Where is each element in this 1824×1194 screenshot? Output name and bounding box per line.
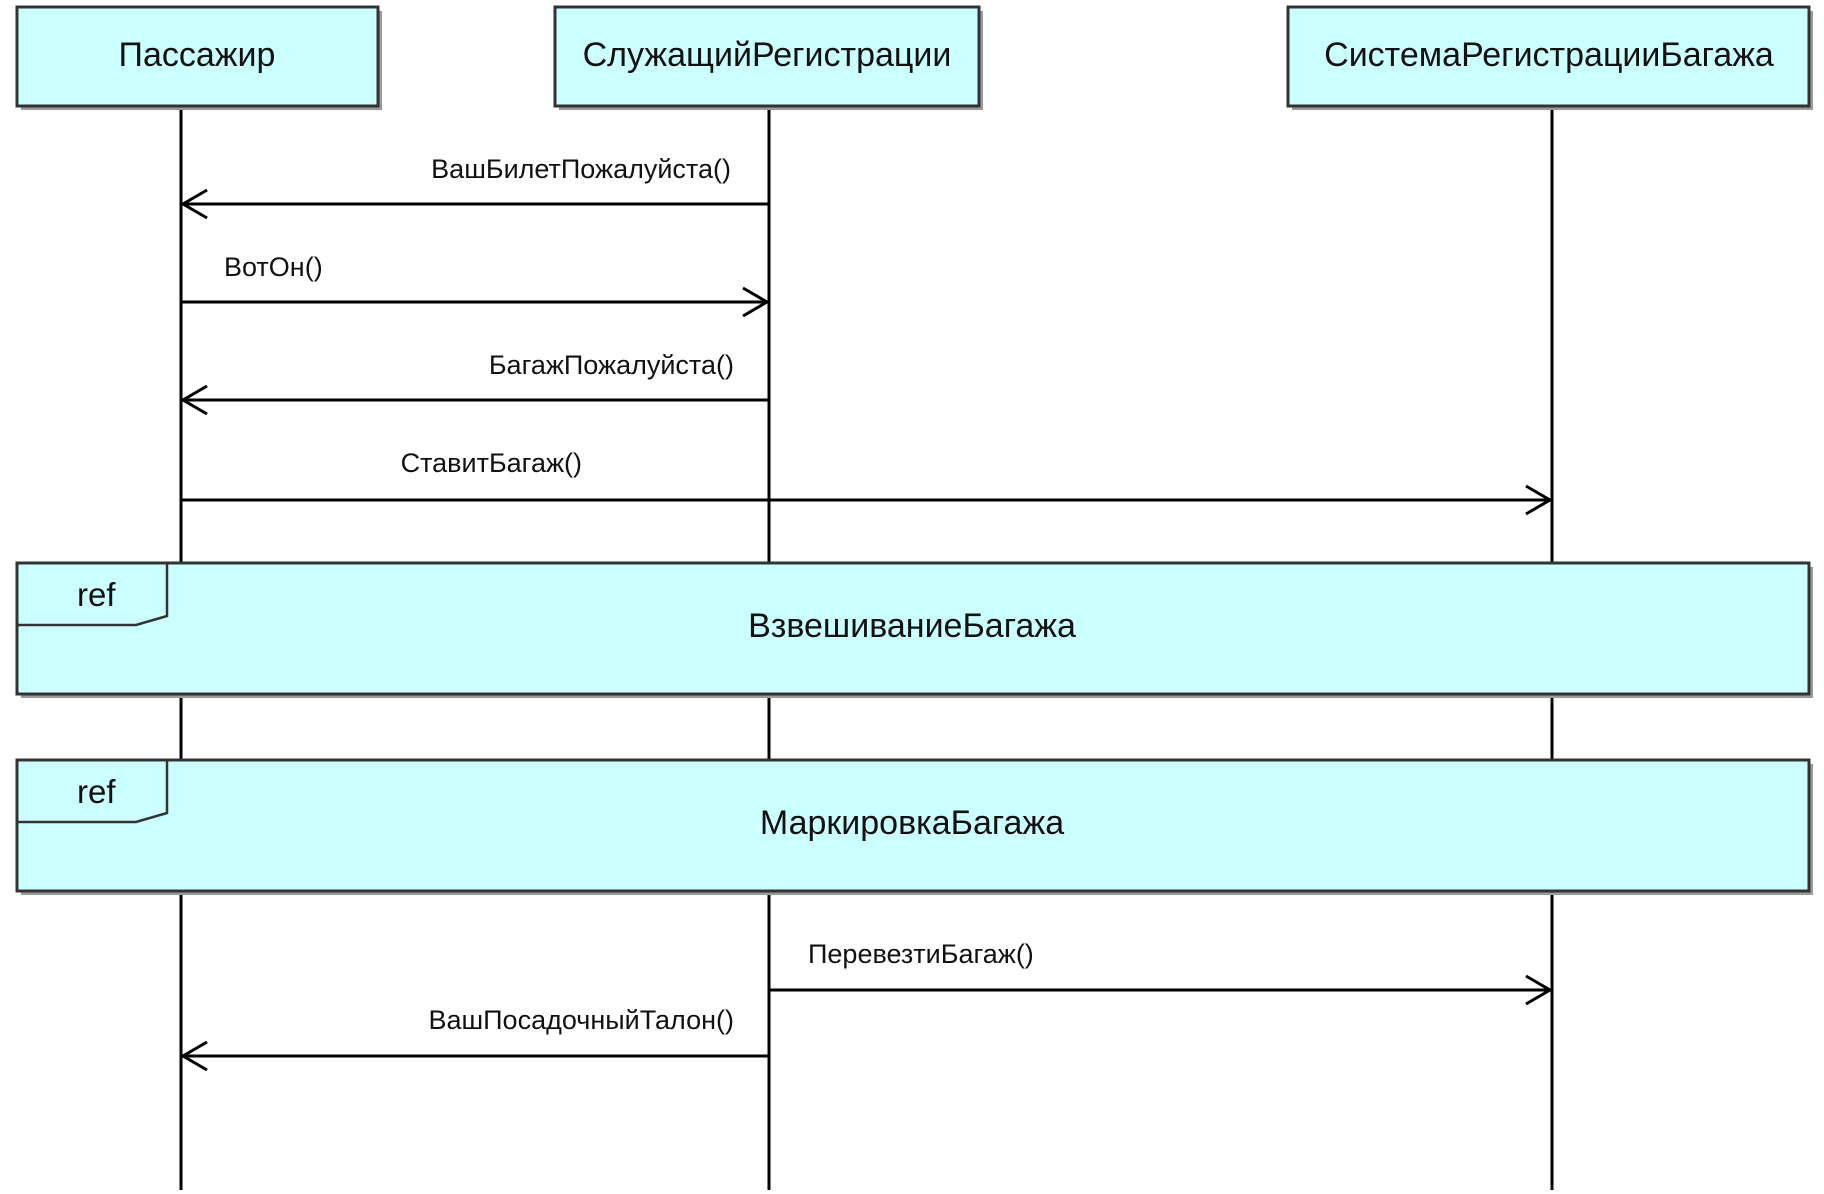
message-baggage-please: БагажПожалуйста() — [180, 350, 769, 416]
open-arrowhead-right-icon — [1525, 974, 1553, 1006]
message-label: ВашПосадочныйТалон() — [428, 1005, 734, 1035]
lifeline-header-baggage-system: СистемаРегистрацииБагажа — [1286, 5, 1813, 110]
open-arrowhead-left-icon — [180, 384, 208, 416]
open-arrowhead-right-icon — [742, 286, 770, 318]
lifeline-header-passenger: Пассажир — [15, 5, 382, 110]
ref-name: МаркировкаБагажа — [760, 804, 1064, 842]
message-boarding-pass: ВашПосадочныйТалон() — [180, 1005, 769, 1072]
open-arrowhead-right-icon — [1525, 484, 1553, 516]
ref-frame-weighing: ref ВзвешиваниеБагажа — [15, 561, 1813, 698]
message-puts-baggage: СтавитБагаж() — [181, 448, 1553, 516]
message-label: ВашБилетПожалуйста() — [431, 154, 731, 184]
message-transport-baggage: ПеревезтиБагаж() — [769, 939, 1553, 1006]
lifeline-box — [1286, 5, 1811, 108]
lifeline-name-baggage-system: СистемаРегистрацииБагажа — [1324, 36, 1774, 74]
message-label: ПеревезтиБагаж() — [808, 939, 1034, 969]
ref-box — [15, 758, 1811, 893]
lifeline-name-passenger: Пассажир — [119, 36, 276, 74]
lifeline-header-clerk: СлужащийРегистрации — [553, 5, 983, 110]
lifeline-name-clerk: СлужащийРегистрации — [583, 36, 952, 74]
lifeline-box — [553, 5, 981, 108]
ref-tag-label: ref — [77, 773, 116, 810]
ref-box — [15, 561, 1811, 696]
lifeline-box — [15, 5, 380, 108]
ref-name: ВзвешиваниеБагажа — [748, 607, 1076, 645]
ref-tag-corner — [17, 563, 169, 627]
open-arrowhead-left-icon — [180, 1040, 208, 1072]
message-your-ticket: ВашБилетПожалуйста() — [180, 154, 769, 220]
ref-tag-label: ref — [77, 576, 116, 613]
message-label: ВотОн() — [224, 252, 323, 282]
message-label: СтавитБагаж() — [401, 448, 582, 478]
ref-tag-corner — [17, 760, 169, 824]
ref-frame-labeling: ref МаркировкаБагажа — [15, 758, 1813, 895]
message-here-it-is: ВотОн() — [181, 252, 770, 318]
open-arrowhead-left-icon — [180, 188, 208, 220]
message-label: БагажПожалуйста() — [489, 350, 734, 380]
